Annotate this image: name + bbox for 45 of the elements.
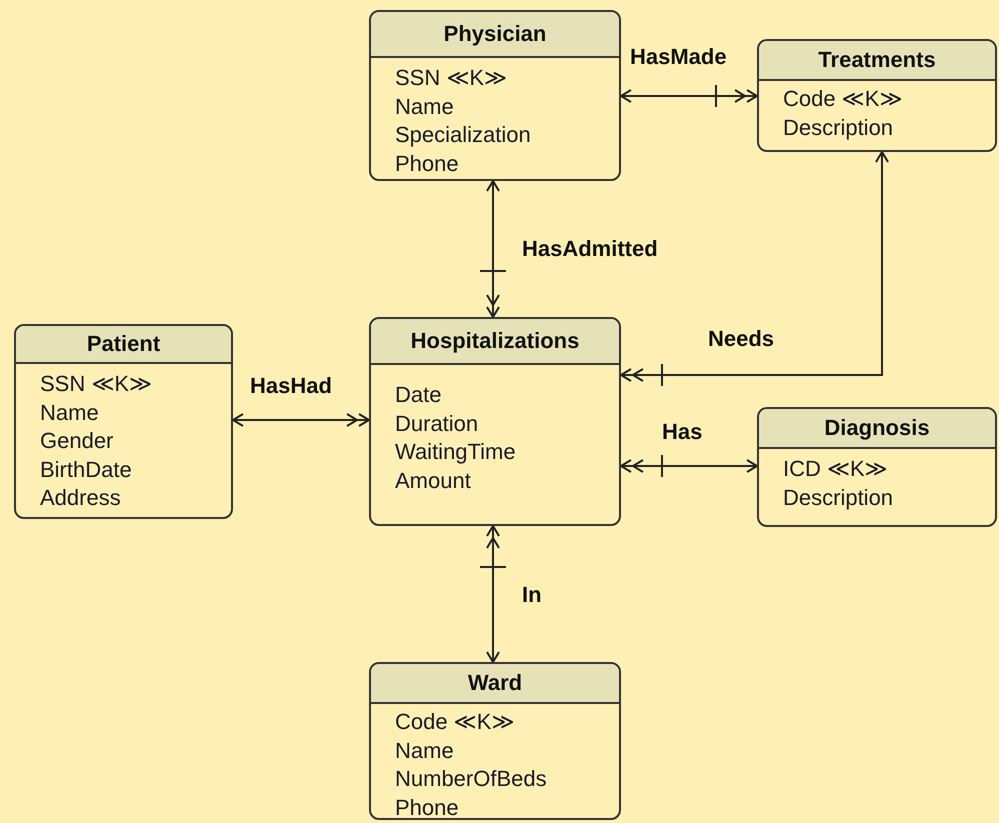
entity-name: Treatments xyxy=(818,46,936,74)
attribute: SSN ≪K≫ xyxy=(395,64,508,92)
entity-box xyxy=(369,317,621,526)
entity-box xyxy=(757,407,997,527)
attribute: Description xyxy=(783,484,894,512)
relationship-label: In xyxy=(522,582,542,608)
attribute: Specialization xyxy=(395,121,531,149)
attribute: Name xyxy=(395,736,454,764)
relationship-label: HasHad xyxy=(250,373,332,399)
entity-name: Physician xyxy=(444,20,546,48)
attribute: BirthDate xyxy=(40,456,132,484)
entity-box xyxy=(757,39,997,152)
attribute: NumberOfBeds xyxy=(395,765,547,793)
entity-box xyxy=(369,10,621,181)
relationship-label: HasAdmitted xyxy=(522,236,658,262)
relationship-label: Has xyxy=(662,419,702,445)
entity-name: Patient xyxy=(86,330,160,358)
attribute: Description xyxy=(783,114,894,142)
relationship-arrow xyxy=(479,180,507,318)
attribute: Date xyxy=(395,381,442,409)
relationship-arrow xyxy=(620,454,758,478)
relationship-arrow xyxy=(620,151,889,387)
attribute: Phone xyxy=(395,150,459,178)
attribute: Code ≪K≫ xyxy=(783,85,902,113)
entity-name: Ward xyxy=(468,669,522,697)
relationship-label: Needs xyxy=(708,326,774,352)
relationship-arrow xyxy=(232,413,370,427)
attribute: Duration xyxy=(395,410,478,438)
entity-name: Hospitalizations xyxy=(410,327,580,355)
entity-box xyxy=(369,662,621,820)
attribute: Amount xyxy=(395,466,471,494)
attribute: Phone xyxy=(395,794,459,818)
entity-box xyxy=(14,324,233,519)
attribute: Gender xyxy=(40,427,114,455)
attribute: Name xyxy=(40,398,99,426)
attribute: ICD ≪K≫ xyxy=(783,455,888,483)
attribute: WaitingTime xyxy=(395,438,516,466)
attribute: SSN ≪K≫ xyxy=(40,370,152,398)
relationship-arrow xyxy=(479,525,507,663)
relationship-arrow xyxy=(620,84,758,108)
attribute: Code ≪K≫ xyxy=(395,708,514,736)
entity-name: Diagnosis xyxy=(824,414,930,442)
attribute: Name xyxy=(395,92,454,120)
attribute: Address xyxy=(40,484,121,512)
relationship-label: HasMade xyxy=(630,44,727,70)
